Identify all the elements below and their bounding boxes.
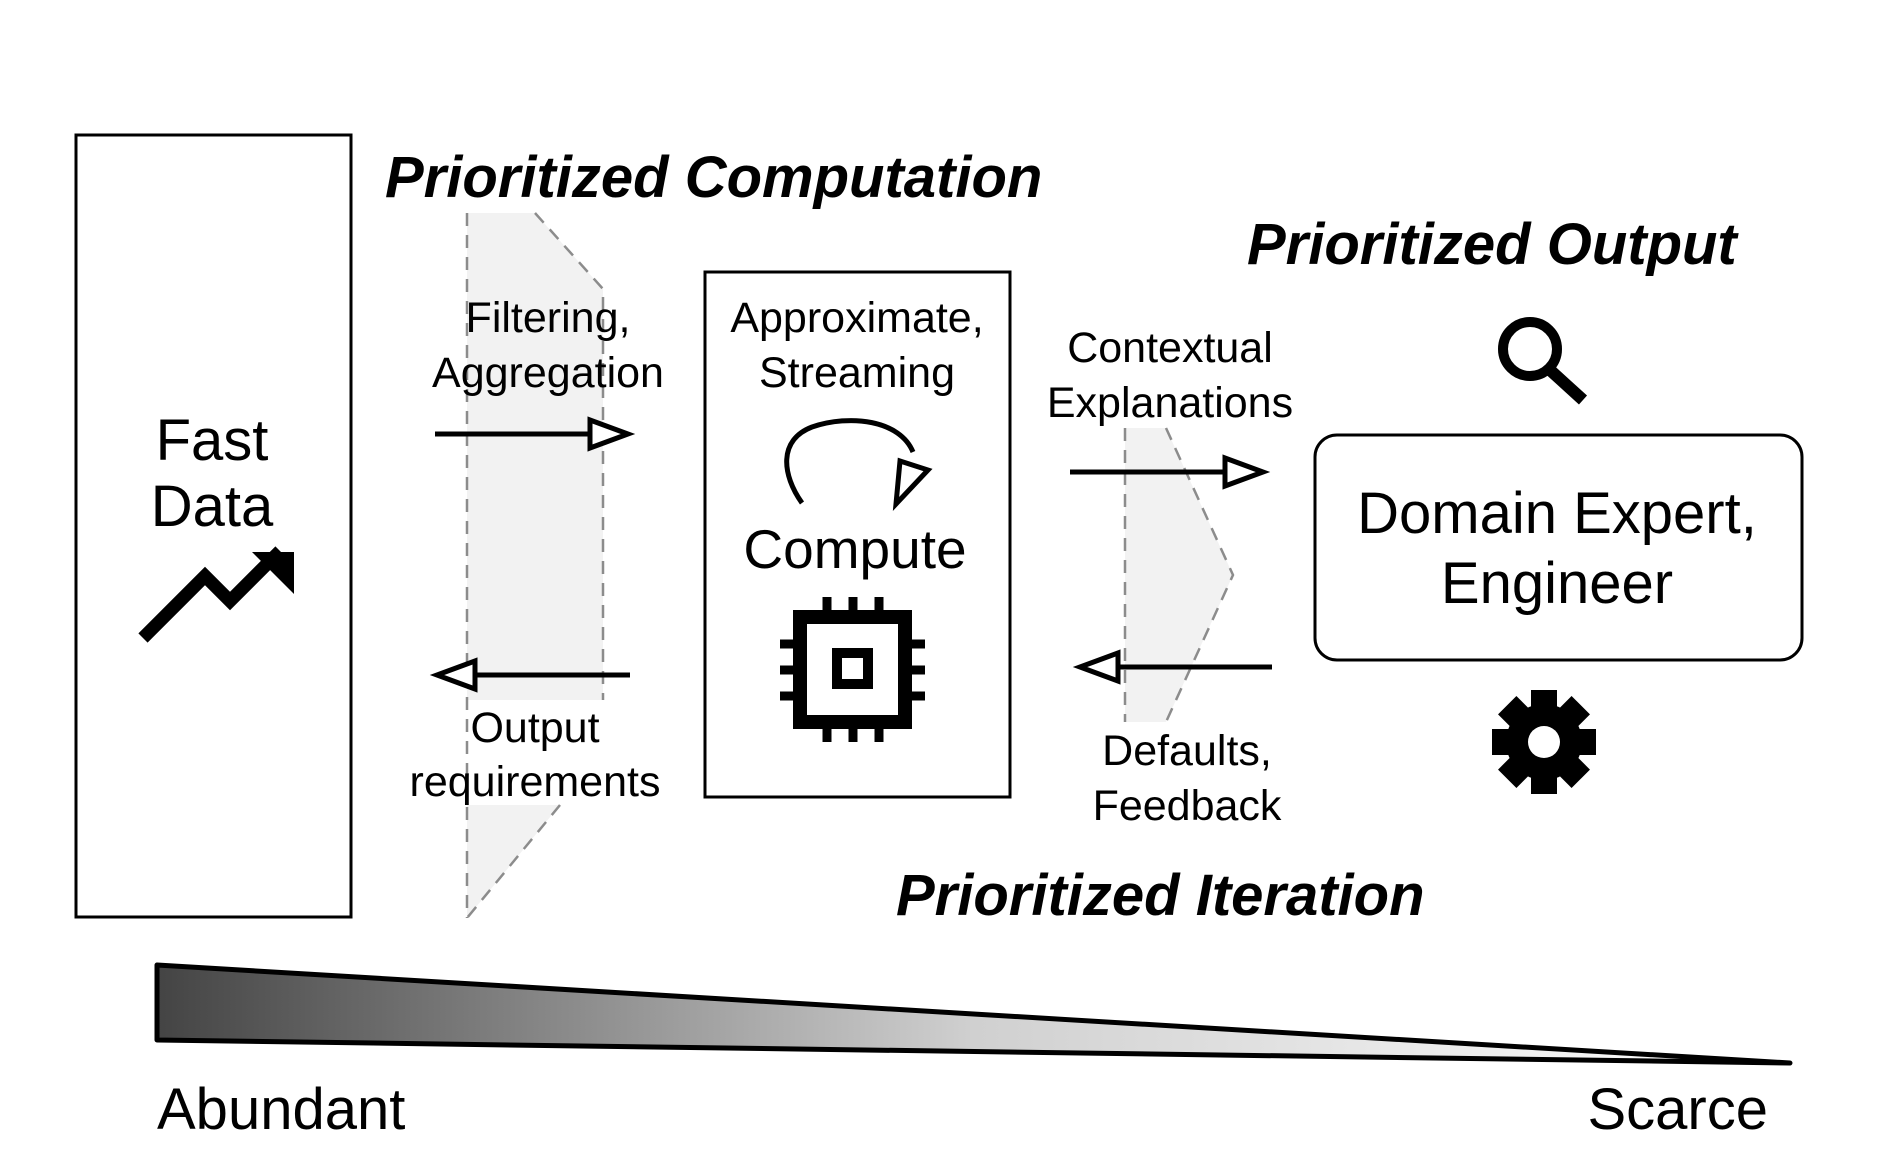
filtering-label: Filtering, bbox=[466, 294, 631, 342]
defaults-feedback-arrow: Defaults, Feedback bbox=[1072, 649, 1282, 830]
heading-prioritized-iteration: Prioritized Iteration bbox=[896, 863, 1425, 928]
cpu-chip-icon bbox=[780, 597, 925, 742]
heading-prioritized-computation: Prioritized Computation bbox=[385, 145, 1042, 210]
streaming-label: Streaming bbox=[759, 349, 955, 397]
scarce-label: Scarce bbox=[1587, 1077, 1768, 1142]
computation-funnel bbox=[465, 212, 605, 919]
contextual-explanations-arrow: Contextual Explanations bbox=[1047, 324, 1293, 490]
defaults-label: Defaults, bbox=[1102, 727, 1272, 775]
fast-data-label-line2: Data bbox=[151, 474, 274, 539]
output-requirements-arrow: Output requirements bbox=[410, 657, 661, 806]
domain-expert-box: Domain Expert, Engineer bbox=[1313, 317, 1804, 794]
explanations-label: Explanations bbox=[1047, 379, 1293, 427]
domain-expert-label: Domain Expert, bbox=[1357, 481, 1757, 546]
requirements-label: requirements bbox=[410, 758, 661, 806]
iteration-funnel bbox=[1123, 427, 1235, 723]
compute-title: Compute bbox=[743, 518, 966, 580]
engineer-label: Engineer bbox=[1441, 551, 1673, 616]
loop-arrow-icon bbox=[784, 418, 933, 512]
filtering-aggregation-arrow: Filtering, Aggregation bbox=[432, 294, 664, 452]
contextual-label: Contextual bbox=[1067, 324, 1273, 372]
abundant-label: Abundant bbox=[157, 1077, 405, 1142]
approximate-label: Approximate, bbox=[730, 294, 983, 342]
aggregation-label: Aggregation bbox=[432, 349, 664, 397]
output-label: Output bbox=[470, 704, 599, 752]
trending-up-icon bbox=[138, 546, 294, 643]
fast-data-label-line1: Fast bbox=[156, 408, 269, 473]
search-icon bbox=[1498, 317, 1588, 405]
gear-icon bbox=[1492, 690, 1596, 794]
abundance-scale: Abundant Scarce bbox=[154, 962, 1793, 1142]
feedback-label: Feedback bbox=[1093, 782, 1282, 830]
fast-data-box: Fast Data bbox=[74, 133, 353, 919]
compute-box: Approximate, Streaming Compute bbox=[703, 270, 1012, 799]
heading-prioritized-output: Prioritized Output bbox=[1247, 212, 1739, 277]
